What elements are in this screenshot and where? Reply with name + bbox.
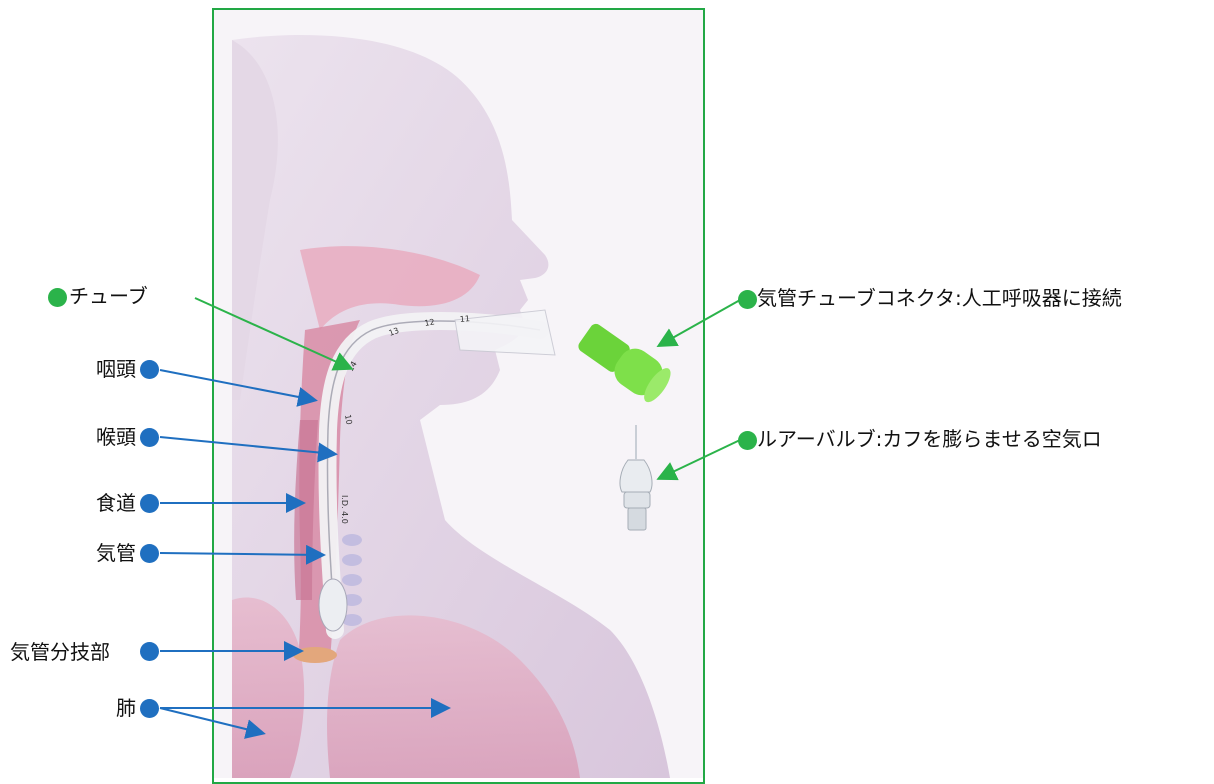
tube-label: チューブ bbox=[69, 284, 148, 308]
luer-valve-label: ルアーバルブ:カフを膨らませる空気ロ bbox=[757, 427, 1102, 451]
larynx-label: 喉頭 bbox=[96, 425, 136, 449]
pharynx-label-dot bbox=[140, 360, 159, 379]
tube-marking: 12 bbox=[424, 317, 436, 328]
larynx-label-dot bbox=[140, 428, 159, 447]
tube-label-dot bbox=[48, 288, 67, 307]
connector-label: 気管チューブコネクタ:人工呼吸器に接続 bbox=[757, 286, 1122, 310]
tube-marking: 10 bbox=[343, 414, 354, 426]
tube-marking: I.D. 4.0 bbox=[340, 495, 349, 524]
esophagus-label: 食道 bbox=[96, 491, 136, 515]
lung-label-dot bbox=[140, 699, 159, 718]
esophagus-label-dot bbox=[140, 494, 159, 513]
pharynx-label: 咽頭 bbox=[96, 357, 136, 381]
tube-marking: 11 bbox=[459, 314, 470, 324]
connector-label-dot bbox=[738, 290, 757, 309]
lung-label: 肺 bbox=[116, 696, 136, 720]
trachea-label: 気管 bbox=[96, 541, 136, 565]
carina-label: 気管分技部 bbox=[10, 640, 110, 664]
luer-valve-label-dot bbox=[738, 431, 757, 450]
trachea-label-dot bbox=[140, 544, 159, 563]
carina-label-dot bbox=[140, 642, 159, 661]
tube-cuff bbox=[319, 579, 347, 631]
carina bbox=[293, 647, 337, 663]
